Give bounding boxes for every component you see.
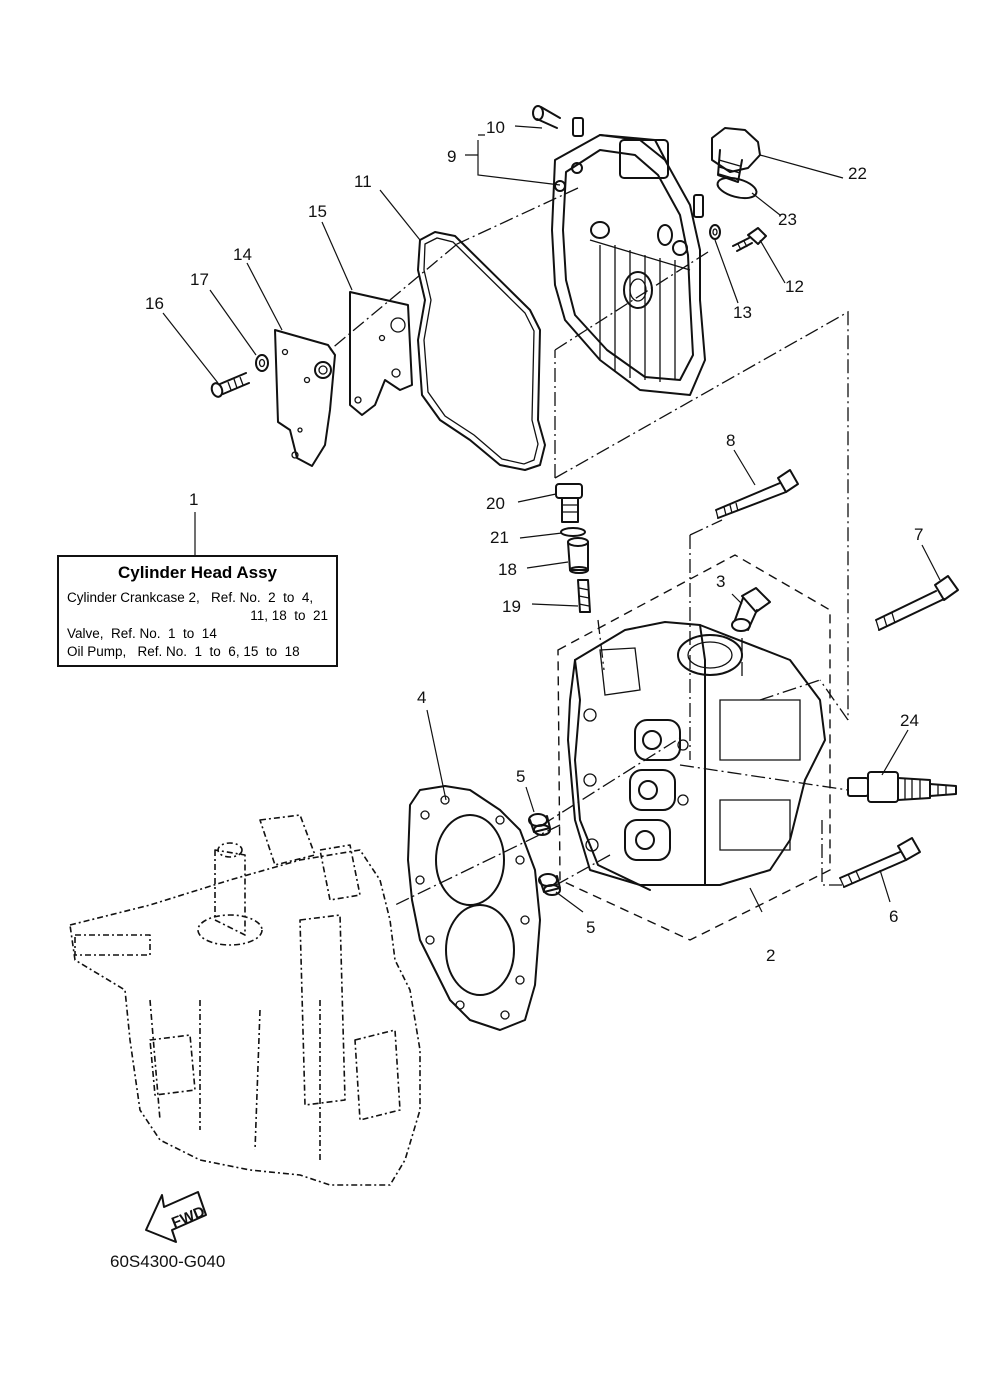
callout-2: 2	[766, 946, 775, 965]
leader-9b	[465, 134, 485, 156]
bolt-12	[732, 227, 767, 252]
callout-23: 23	[778, 210, 797, 229]
assembly-info-box: Cylinder Head Assy Cylinder Crankcase 2,…	[57, 555, 338, 667]
leader-24	[881, 729, 909, 776]
cylinder-head-gasket	[407, 785, 541, 1031]
callout-4: 4	[417, 688, 426, 707]
oil-pump-plate	[274, 329, 336, 467]
callout-7: 7	[914, 525, 923, 544]
leader-8	[733, 449, 756, 486]
spark-plug-24	[847, 771, 957, 803]
screw-16	[210, 372, 250, 398]
callout-14: 14	[233, 245, 252, 264]
callout-3: 3	[716, 572, 725, 591]
callout-5-upper: 5	[516, 767, 525, 786]
leader-16	[162, 312, 219, 384]
dowel-5-lower	[538, 873, 561, 896]
leader-17	[209, 289, 257, 356]
info-line-2: 11, 18 to 21	[250, 608, 328, 623]
callout-15: 15	[308, 202, 327, 221]
leader-13	[714, 239, 739, 304]
drawing-code: 60S4300-G040	[110, 1252, 226, 1271]
leader-3	[731, 593, 743, 605]
callout-21: 21	[490, 528, 509, 547]
oil-filler-cap-22	[711, 127, 761, 183]
leader-10	[514, 125, 543, 129]
dowel-3	[731, 587, 771, 632]
callout-22: 22	[848, 164, 867, 183]
leader-15	[321, 221, 353, 291]
info-line-3: Valve, Ref. No. 1 to 14	[67, 626, 217, 641]
leader-18	[526, 561, 569, 569]
callout-16: 16	[145, 294, 164, 313]
cylinder-block	[557, 554, 831, 941]
leader-4	[426, 709, 447, 801]
leader-20	[517, 493, 557, 503]
info-line-4: Oil Pump, Ref. No. 1 to 6, 15 to 18	[67, 644, 300, 659]
callout-18: 18	[498, 560, 517, 579]
callout-11: 11	[354, 172, 372, 191]
plug-20	[555, 483, 583, 523]
callout-12: 12	[785, 277, 804, 296]
leader-2	[749, 887, 763, 913]
alignment-lines	[329, 187, 849, 906]
leader-23	[751, 192, 781, 216]
leader-7	[921, 544, 941, 581]
leader-22	[759, 154, 844, 179]
plate	[349, 291, 413, 416]
callout-8: 8	[726, 431, 735, 450]
info-box-title: Cylinder Head Assy	[117, 563, 278, 582]
callout-5-lower: 5	[586, 918, 595, 937]
spring-19	[577, 579, 591, 613]
callout-1: 1	[189, 490, 198, 509]
head-cover-gasket	[417, 231, 546, 471]
leader-14	[246, 262, 283, 331]
leader-12	[759, 239, 786, 284]
callout-20: 20	[486, 494, 505, 513]
leader-5a	[525, 786, 535, 813]
o-ring-21	[560, 527, 586, 537]
callout-17: 17	[190, 270, 209, 289]
bolt-7	[875, 575, 959, 631]
fwd-label: FWD	[169, 1203, 207, 1232]
washer-13	[709, 224, 721, 240]
bolt-10	[532, 105, 561, 129]
leader-6	[879, 869, 891, 903]
callout-6: 6	[889, 907, 898, 926]
crankcase-reference	[69, 814, 421, 1186]
bolt-6	[839, 837, 921, 888]
callout-13: 13	[733, 303, 752, 322]
leader-9a	[477, 140, 561, 186]
callout-9: 9	[447, 147, 456, 166]
pipe-18	[567, 537, 589, 574]
callout-24: 24	[900, 711, 919, 730]
washer-17	[255, 354, 269, 372]
leader-19	[531, 603, 579, 607]
info-line-1: Cylinder Crankcase 2, Ref. No. 2 to 4,	[67, 590, 314, 605]
callout-10: 10	[486, 118, 505, 137]
dowel-5-upper	[528, 813, 551, 836]
forward-arrow-icon: FWD	[145, 1191, 207, 1243]
cylinder-head-cover	[551, 117, 706, 396]
leader-5b	[555, 891, 584, 913]
leader-11	[379, 189, 421, 241]
leader-lines	[162, 125, 941, 913]
leader-21	[519, 532, 563, 539]
callout-numbers: 1 2 3 4 5 5 6 7 8 9 10 11 12 13 14 15 16…	[145, 118, 923, 965]
bolt-8	[715, 469, 799, 519]
callout-19: 19	[502, 597, 521, 616]
o-ring-23	[716, 176, 758, 200]
